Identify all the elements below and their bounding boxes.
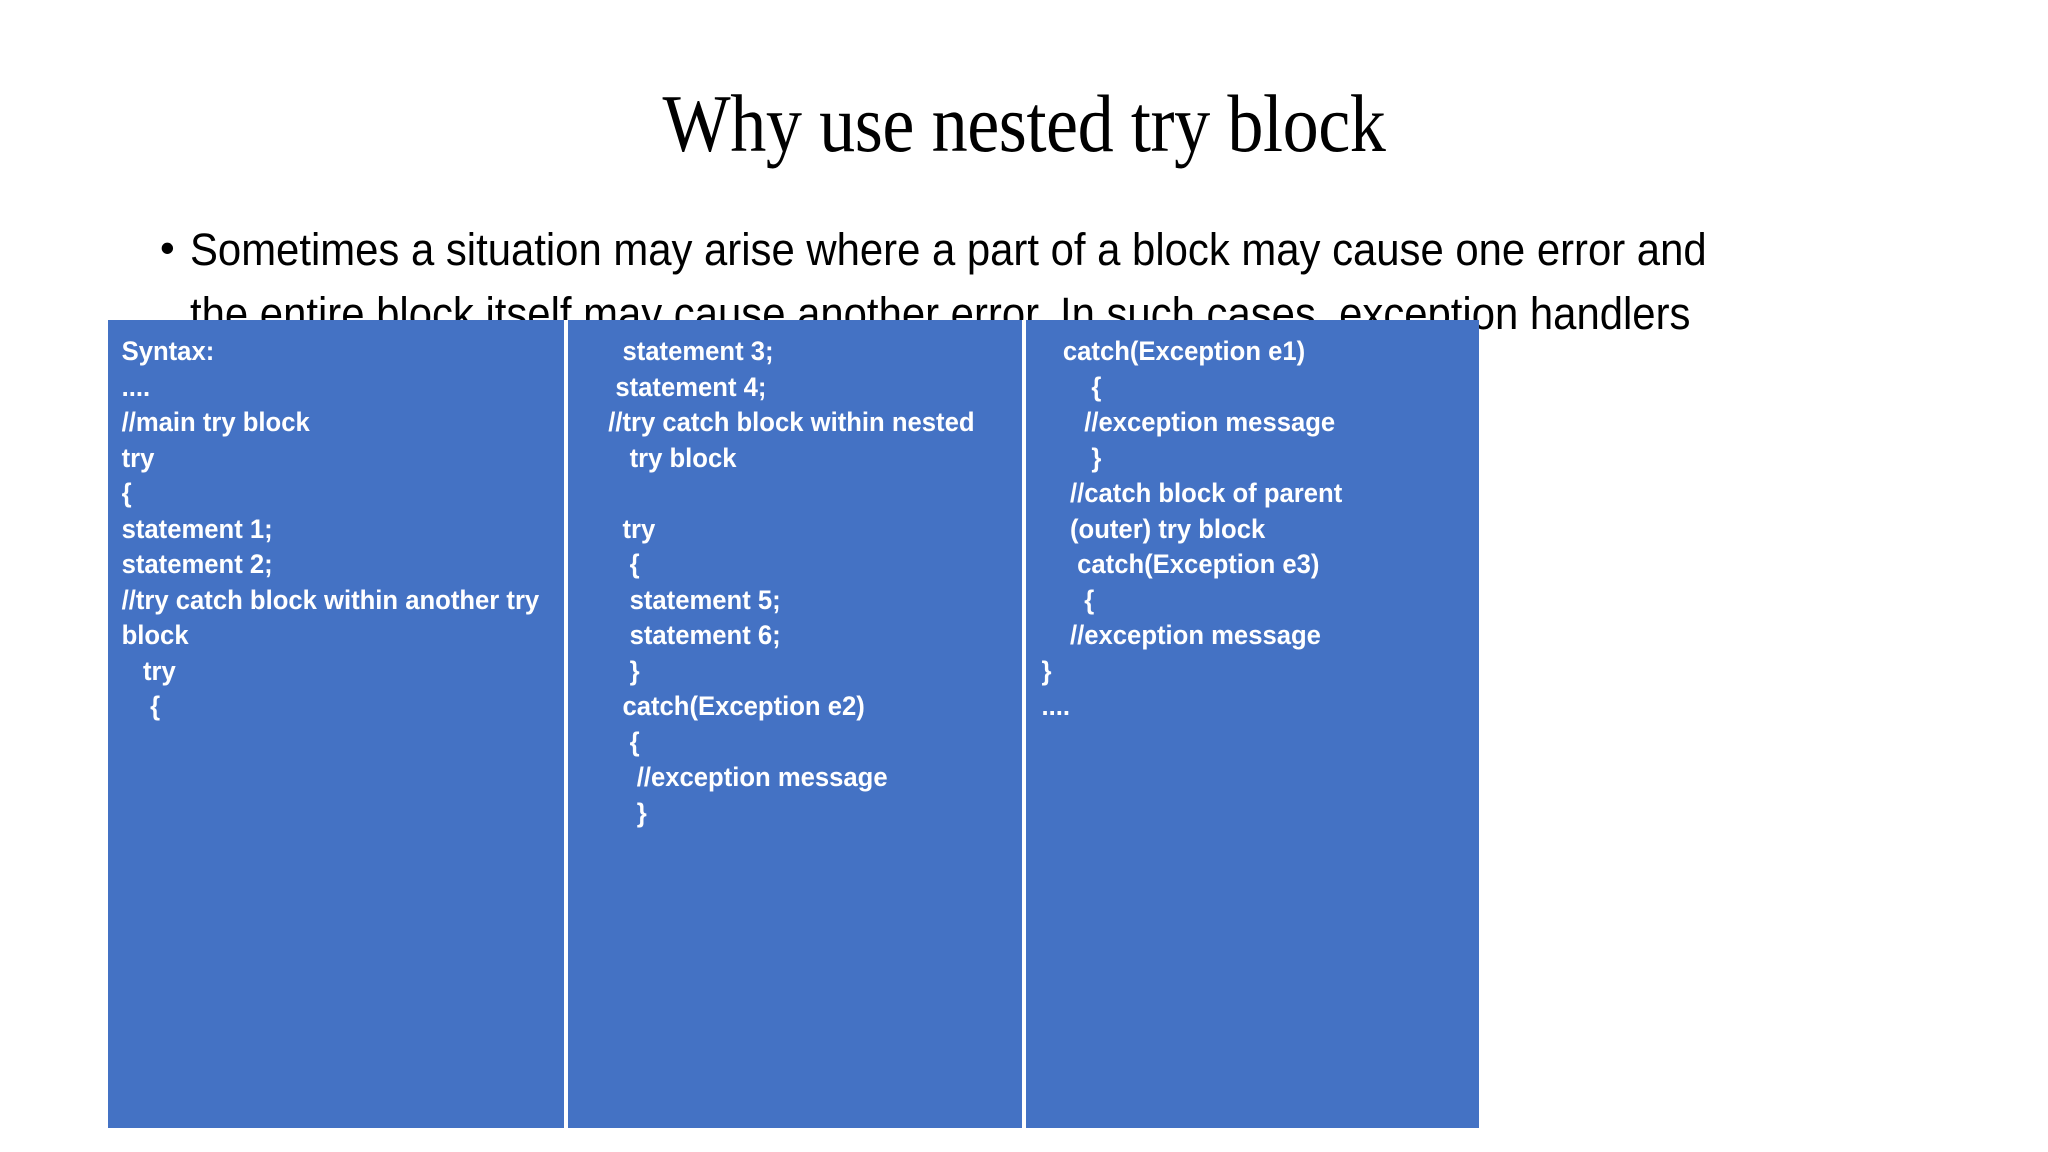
code-line: .... <box>121 371 151 402</box>
code-line: //catch block of parent <box>1041 478 1343 508</box>
code-line: statement 6; <box>607 620 781 650</box>
code-line: try block <box>607 442 737 473</box>
code-line: catch(Exception e3) <box>1041 549 1320 579</box>
code-line: .... <box>1041 691 1071 721</box>
bullet-marker-icon: • <box>160 224 175 271</box>
code-line: statement 5; <box>607 584 781 615</box>
code-line: try <box>121 655 176 686</box>
code-line: //main try block <box>121 407 310 437</box>
code-column-2: statement 3; statement 4; //try catch blo… <box>567 320 1023 1128</box>
code-line: catch(Exception e2) <box>607 691 865 721</box>
code-line: statement 2; <box>121 549 273 579</box>
code-line: //try catch block within nested <box>607 407 975 437</box>
code-line: { <box>1041 584 1095 615</box>
code-line: { <box>1041 371 1102 402</box>
code-line: try <box>607 513 655 544</box>
code-line: } <box>607 655 640 686</box>
code-line: catch(Exception e1) <box>1041 336 1306 366</box>
code-line: { <box>607 726 640 757</box>
code-line: statement 3; <box>607 336 774 366</box>
code-line: } <box>1041 442 1102 473</box>
code-line: (outer) try block <box>1041 513 1266 544</box>
code-line: statement 1; <box>121 513 273 544</box>
code-line: //exception message <box>607 762 888 792</box>
code-line: Syntax: <box>121 336 215 366</box>
code-line <box>574 476 995 512</box>
code-column-1: Syntax:.... //main try block try { statement… <box>108 320 564 1128</box>
code-line: //try catch block within another try <box>121 584 540 615</box>
page-title: Why use nested try block <box>662 77 1386 169</box>
code-line: //exception message <box>1041 620 1322 650</box>
code-line: block <box>121 620 189 650</box>
code-column-3: catch(Exception e1) { //exception messag… <box>1026 320 1479 1128</box>
code-line: try <box>121 442 155 473</box>
code-line: } <box>607 797 647 828</box>
code-line: statement 4; <box>607 371 767 402</box>
code-line: { <box>607 549 640 579</box>
code-line: //exception message <box>1041 407 1336 437</box>
code-line: { <box>121 691 161 721</box>
code-line: } <box>1041 655 1052 686</box>
code-line: { <box>121 478 132 508</box>
